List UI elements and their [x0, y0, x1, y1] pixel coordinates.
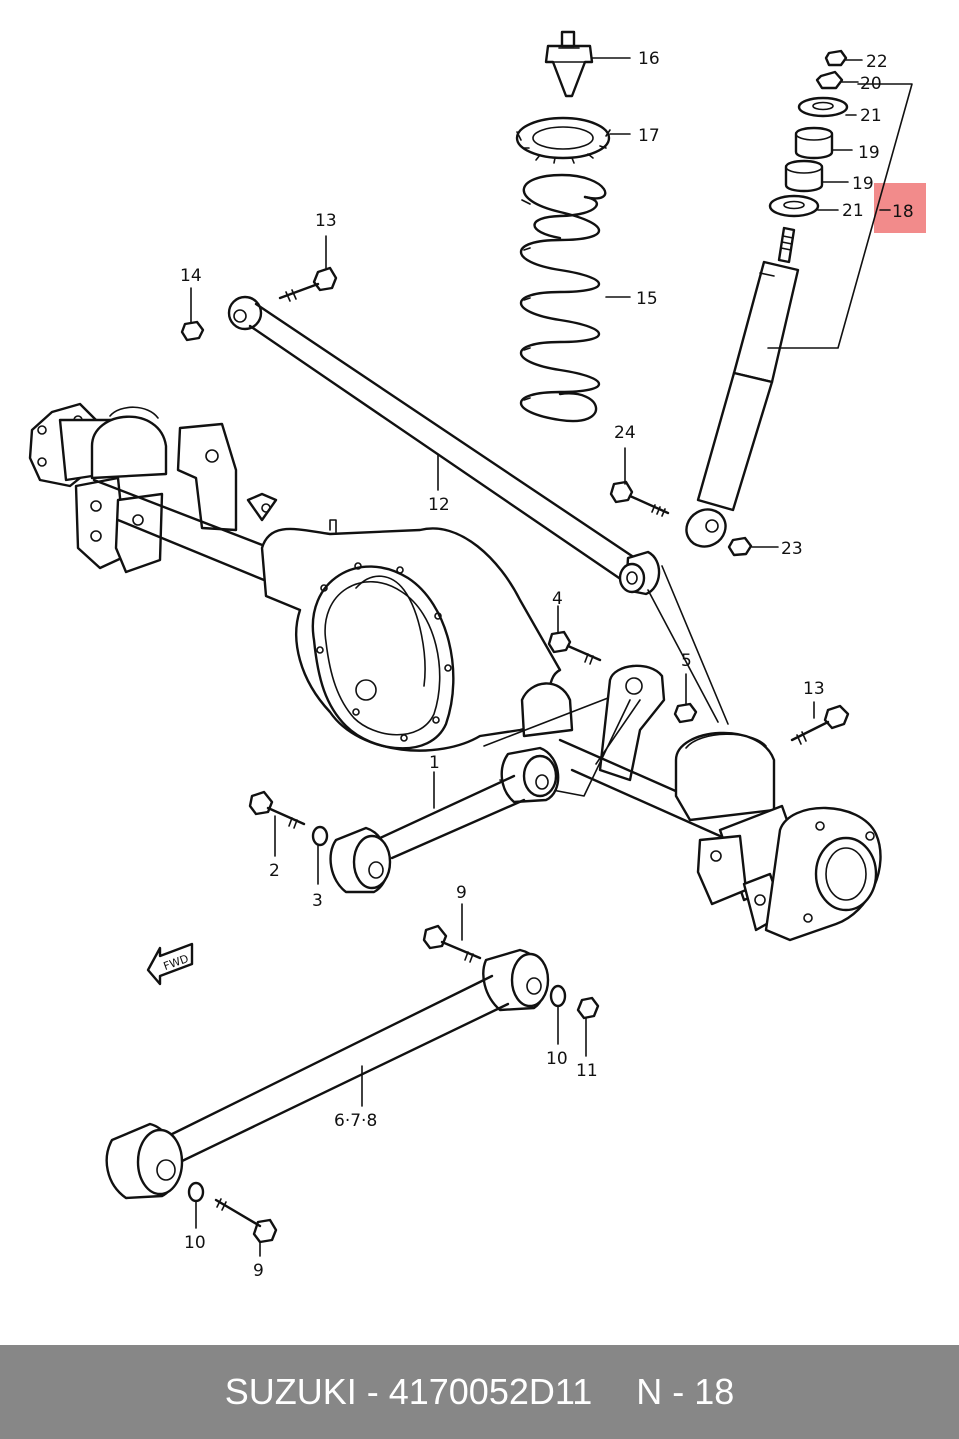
callout-17: 17 — [638, 126, 660, 146]
nut-11 — [576, 996, 600, 1020]
leader-lines — [190, 57, 891, 1257]
washer-10-upper — [549, 984, 567, 1008]
callout-20: 20 — [860, 74, 882, 94]
bump-stopper — [544, 30, 594, 98]
callout-2: 2 — [269, 861, 280, 881]
nut-23 — [727, 536, 753, 557]
parts-diagram: FWD — [28, 30, 926, 1281]
callout-15: 15 — [636, 289, 658, 309]
washer-3 — [311, 825, 329, 847]
callout-6-7-8: 6·7·8 — [334, 1111, 377, 1131]
rear-suspension-drawing: FWD — [28, 30, 926, 1281]
part-number-text: SUZUKI - 4170052D11 — [224, 1371, 593, 1412]
assembly-lines — [483, 565, 729, 797]
callout-4: 4 — [552, 589, 563, 609]
lateral-rod — [227, 295, 661, 596]
shock-absorber — [685, 226, 800, 548]
spring-seat — [515, 116, 611, 164]
callout-23: 23 — [781, 539, 803, 559]
shock-mount-stack — [768, 49, 849, 218]
callout-10-upper: 10 — [546, 1049, 568, 1069]
fwd-arrow: FWD — [146, 942, 194, 986]
washer-10-lower — [187, 1181, 205, 1203]
diagram-reference-text: N - 18 — [636, 1371, 735, 1412]
nut-5 — [673, 702, 698, 724]
callout-13-upper: 13 — [315, 211, 337, 231]
nut-14 — [180, 320, 205, 342]
bolt-24 — [609, 480, 670, 517]
callout-12: 12 — [428, 495, 450, 515]
callout-labels: 16 17 15 22 20 21 19 19 21 18 13 14 12 2… — [180, 49, 914, 1281]
callout-1: 1 — [429, 753, 440, 773]
callout-21-lower: 21 — [842, 201, 864, 221]
callout-13-lower: 13 — [803, 679, 825, 699]
callout-19-upper: 19 — [858, 143, 880, 163]
bolt-2 — [248, 790, 306, 829]
group-bracket-18 — [767, 83, 913, 349]
callout-9-upper: 9 — [456, 883, 467, 903]
callout-19-lower: 19 — [852, 174, 874, 194]
callout-22: 22 — [866, 52, 888, 72]
bolt-9-lower — [214, 1198, 278, 1244]
callout-16: 16 — [638, 49, 660, 69]
callout-3: 3 — [312, 891, 323, 911]
bolt-9-upper — [422, 924, 482, 963]
lower-control-arm — [105, 948, 550, 1200]
bolt-13-upper — [278, 266, 338, 302]
callout-10-lower: 10 — [184, 1233, 206, 1253]
callout-14: 14 — [180, 266, 202, 286]
axle-housing — [28, 402, 882, 942]
callout-5: 5 — [681, 651, 692, 671]
upper-control-arm — [329, 746, 560, 894]
callout-9-lower: 9 — [253, 1261, 264, 1281]
callout-11: 11 — [576, 1061, 598, 1081]
footer-bar: SUZUKI - 4170052D11 N - 18 — [0, 1345, 959, 1439]
bolt-4 — [547, 630, 602, 665]
bolt-13-lower — [790, 704, 850, 745]
coil-spring — [519, 173, 607, 423]
callout-18: 18 — [892, 202, 914, 222]
callout-21-upper: 21 — [860, 106, 882, 126]
callout-24: 24 — [614, 423, 636, 443]
